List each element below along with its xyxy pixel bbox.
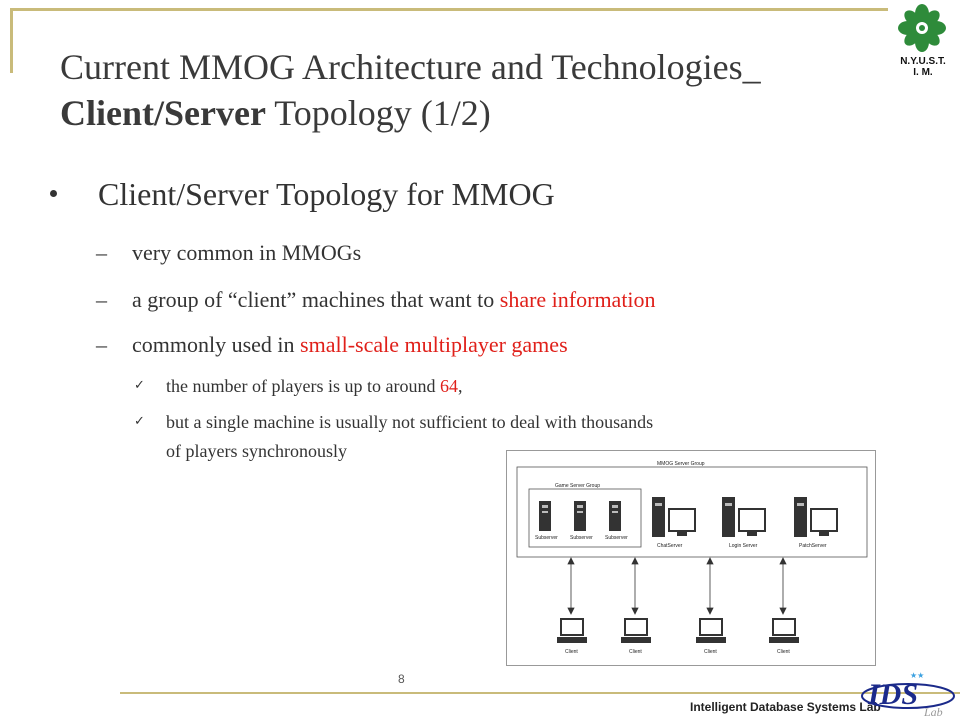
title-part1: Current MMOG Architecture and Technologi… <box>60 47 761 87</box>
dash-icon: – <box>96 332 107 357</box>
patch-server-label: PatchServer <box>799 543 827 549</box>
check-bullet-1-text: the number of players is up to around 64… <box>166 376 462 397</box>
sub-bullet-2-pre: a group of “client” machines that want t… <box>132 287 500 312</box>
diagram-svg: MMOG Server Group Game Server Group Subs… <box>516 461 868 655</box>
ids-logo-text: IDS <box>867 678 918 711</box>
check-bullet-2-line2: of players synchronously <box>166 441 347 461</box>
client-4-icon <box>769 618 799 643</box>
logo-text-line2: I. M. <box>913 67 933 78</box>
dash-icon: – <box>96 287 107 312</box>
check-bullet-1-pre: the number of players is up to around <box>166 376 440 396</box>
client-1-icon <box>557 618 587 643</box>
title-bold: Client/Server <box>60 93 266 133</box>
client-3-label: Client <box>704 649 717 655</box>
client-2-label: Client <box>629 649 642 655</box>
slide-title: Current MMOG Architecture and Technologi… <box>60 44 890 136</box>
logo-text-line1: N.Y.U.S.T. <box>900 56 946 67</box>
client-server-diagram: MMOG Server Group Game Server Group Subs… <box>506 450 876 666</box>
university-logo-icon <box>898 4 946 52</box>
bullet-dot-icon <box>50 190 57 197</box>
game-server-group-box <box>528 488 642 548</box>
subserver-1-icon <box>539 501 551 531</box>
lab-name: Intelligent Database Systems Lab <box>690 700 881 714</box>
server-group-box <box>516 466 868 558</box>
client-4-label: Client <box>777 649 790 655</box>
frame-bottom-border <box>120 692 960 694</box>
client-1-label: Client <box>565 649 578 655</box>
chat-server-icon <box>652 497 696 537</box>
sub-bullet-2-highlight: share information <box>499 287 656 312</box>
sub-bullet-3-text: commonly used in small-scale multiplayer… <box>132 332 568 358</box>
main-bullet-text: Client/Server Topology for MMOG <box>98 176 555 212</box>
login-server-label: Login Server <box>729 543 758 549</box>
sub-bullet-1-text: very common in MMOGs <box>132 240 362 265</box>
sub-bullet-2-text: a group of “client” machines that want t… <box>132 287 656 313</box>
check-bullet-2-line1: but a single machine is usually not suff… <box>166 412 654 432</box>
frame-left-border <box>10 8 13 73</box>
game-server-group-label: Game Server Group <box>555 483 600 489</box>
title-part2: Topology (1/2) <box>265 93 491 133</box>
frame-top-border <box>10 8 888 11</box>
svg-text:★★: ★★ <box>910 671 924 680</box>
subserver-2-label: Subserver <box>570 535 593 541</box>
checkmark-icon: ✓ <box>134 378 145 393</box>
ids-lab-logo-icon: IDS Lab ★★ <box>861 671 955 719</box>
ids-logo-sub: Lab <box>923 705 943 719</box>
subserver-1-label: Subserver <box>535 535 558 541</box>
checkmark-icon: ✓ <box>134 414 145 429</box>
connection-arrows <box>567 557 787 615</box>
subserver-3-label: Subserver <box>605 535 628 541</box>
patch-server-icon <box>794 497 838 537</box>
subserver-3-icon <box>609 501 621 531</box>
client-3-icon <box>696 618 726 643</box>
university-logo-label: N.Y.U.S.T. I. M. <box>888 56 958 78</box>
sub-bullet-3-highlight: small-scale multiplayer games <box>300 332 568 357</box>
check-bullet-1-highlight: 64 <box>439 376 458 396</box>
check-bullet-1-post: , <box>457 376 463 396</box>
chat-server-label: ChatServer <box>657 543 683 549</box>
dash-icon: – <box>96 240 107 265</box>
server-group-label: MMOG Server Group <box>657 461 705 467</box>
subserver-2-icon <box>574 501 586 531</box>
login-server-icon <box>722 497 766 537</box>
page-number: 8 <box>398 672 405 686</box>
sub-bullet-3-pre: commonly used in <box>132 332 301 357</box>
client-2-icon <box>621 618 651 643</box>
